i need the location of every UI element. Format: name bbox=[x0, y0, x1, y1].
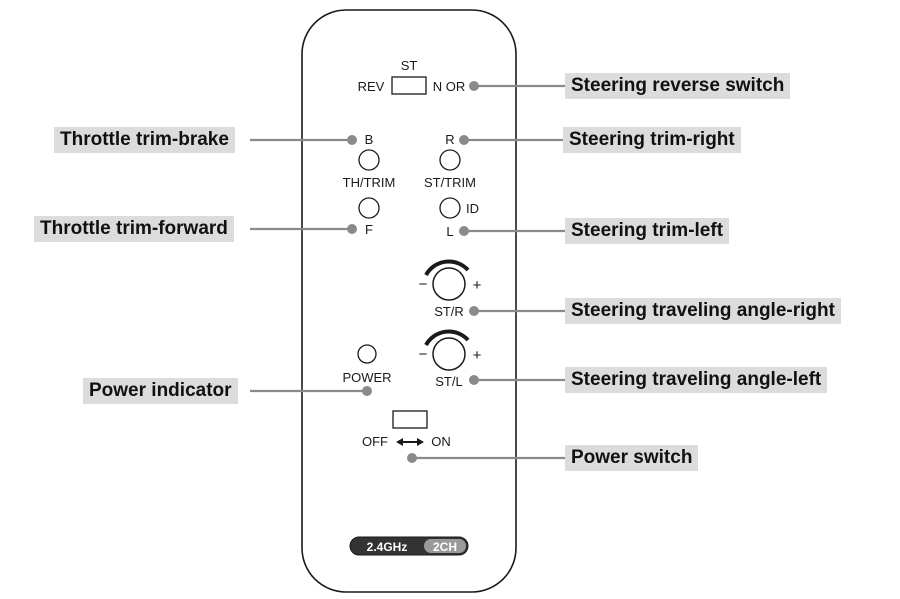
throttle-trim-forward-button[interactable] bbox=[358, 197, 380, 219]
callout-power-switch: Power switch bbox=[565, 445, 699, 471]
st-r-label: ST/R bbox=[434, 304, 464, 319]
frequency-badge: 2.4GHz 2CH bbox=[349, 536, 469, 556]
leader-dots bbox=[347, 81, 479, 463]
callout-steering-trim-left: Steering trim-left bbox=[565, 218, 730, 244]
power-label: POWER bbox=[342, 370, 391, 385]
callout-power-indicator: Power indicator bbox=[83, 378, 238, 404]
st-r-plus: + bbox=[473, 277, 482, 294]
steering-trim-left-button[interactable] bbox=[439, 197, 461, 219]
l-label: L bbox=[446, 224, 453, 239]
callout-steering-traveling-angle-left: Steering traveling angle-left bbox=[565, 367, 828, 393]
th-trim-label: TH/TRIM bbox=[343, 175, 396, 190]
callout-steering-traveling-angle-right: Steering traveling angle-right bbox=[565, 298, 841, 324]
rev-label: REV bbox=[358, 79, 385, 94]
leader-dot-power-switch bbox=[407, 453, 417, 463]
on-label: ON bbox=[431, 434, 451, 449]
steering-trim-right-button[interactable] bbox=[439, 149, 461, 171]
badge-frequency-text: 2.4GHz bbox=[367, 540, 408, 554]
callout-steering-trim-right: Steering trim-right bbox=[563, 127, 741, 153]
transmitter-body bbox=[301, 9, 517, 593]
throttle-trim-brake-button[interactable] bbox=[358, 149, 380, 171]
leader-dot-steering-trim-left bbox=[459, 226, 469, 236]
st-r-minus: − bbox=[419, 276, 428, 293]
b-label: B bbox=[365, 132, 374, 147]
callout-steering-reverse-switch: Steering reverse switch bbox=[565, 73, 791, 99]
r-label: R bbox=[445, 132, 454, 147]
f-label: F bbox=[365, 222, 373, 237]
leader-dot-steering-trim-right bbox=[459, 135, 469, 145]
power-indicator-led bbox=[357, 344, 377, 364]
power-switch[interactable] bbox=[392, 410, 428, 429]
callout-throttle-trim-forward: Throttle trim-forward bbox=[34, 216, 234, 242]
leader-dot-steering-angle-left bbox=[469, 375, 479, 385]
st-l-plus: + bbox=[473, 347, 482, 364]
st-l-dial-arc bbox=[424, 329, 470, 347]
steering-reverse-switch[interactable] bbox=[391, 76, 427, 95]
double-arrow-icon bbox=[396, 438, 424, 446]
st-r-dial[interactable] bbox=[432, 267, 466, 301]
id-label: ID bbox=[466, 201, 479, 216]
badge-channel-text: 2CH bbox=[433, 540, 457, 554]
leader-dot-power-indicator bbox=[362, 386, 372, 396]
st-l-label: ST/L bbox=[435, 374, 462, 389]
leader-lines bbox=[250, 84, 566, 460]
st-trim-label: ST/TRIM bbox=[424, 175, 476, 190]
nor-label: N OR bbox=[433, 79, 466, 94]
leader-dot-steering-reverse bbox=[469, 81, 479, 91]
off-label: OFF bbox=[362, 434, 388, 449]
st-label: ST bbox=[401, 58, 418, 73]
callout-throttle-trim-brake: Throttle trim-brake bbox=[54, 127, 235, 153]
st-r-dial-arc bbox=[424, 259, 470, 277]
leader-dot-steering-angle-right bbox=[469, 306, 479, 316]
leader-dot-throttle-trim-forward bbox=[347, 224, 357, 234]
leader-dot-throttle-trim-brake bbox=[347, 135, 357, 145]
st-l-minus: − bbox=[419, 346, 428, 363]
st-l-dial[interactable] bbox=[432, 337, 466, 371]
